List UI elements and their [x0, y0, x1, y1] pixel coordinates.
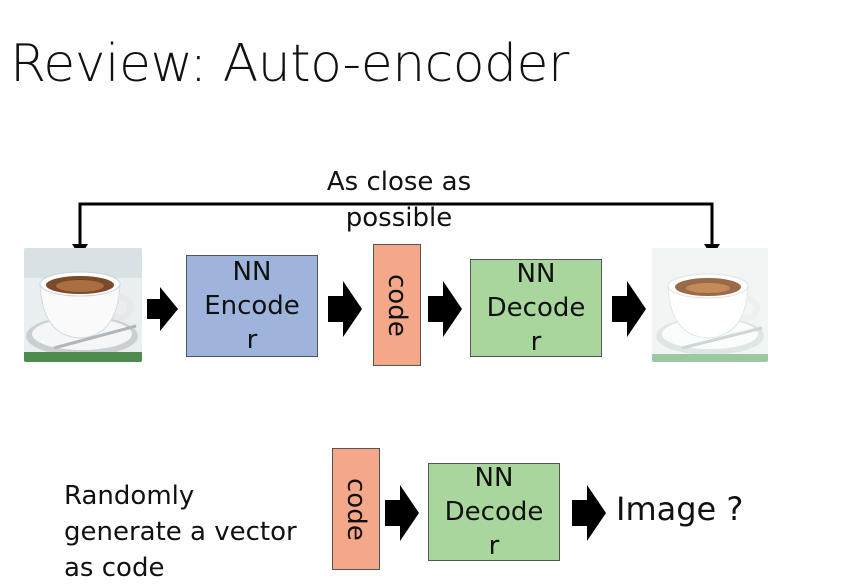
image-question-label: Image ?: [616, 490, 744, 528]
code-label: code: [382, 273, 412, 337]
reconstructed-coffee-cup-icon: [652, 248, 768, 362]
close-as-possible-caption: As close as possible: [326, 167, 472, 233]
feedback-bracket: [78, 202, 714, 250]
block-arrow-icon: [428, 281, 462, 337]
block-arrow-icon: [385, 485, 419, 541]
block-arrow-icon: [572, 485, 606, 541]
block-arrow-icon: [147, 287, 178, 331]
slide-title: Review: Auto-encoder: [10, 34, 569, 94]
code-label-2: code: [341, 477, 371, 541]
nn-encoder-label: NN Encode r: [204, 257, 300, 355]
random-vector-note: Randomly generate a vector as code: [64, 481, 297, 583]
nn-decoder-label: NN Decode r: [486, 259, 586, 357]
nn-decoder-box-2: NN Decode r: [428, 463, 560, 561]
block-arrow-icon: [328, 281, 362, 337]
code-box-2: code: [332, 448, 380, 570]
nn-encoder-box: NN Encode r: [186, 255, 318, 357]
coffee-cup-image-icon: [24, 248, 142, 362]
nn-decoder-label-2: NN Decode r: [444, 463, 544, 561]
nn-decoder-box: NN Decode r: [470, 259, 602, 357]
block-arrow-icon: [612, 281, 646, 337]
code-box: code: [373, 244, 421, 366]
